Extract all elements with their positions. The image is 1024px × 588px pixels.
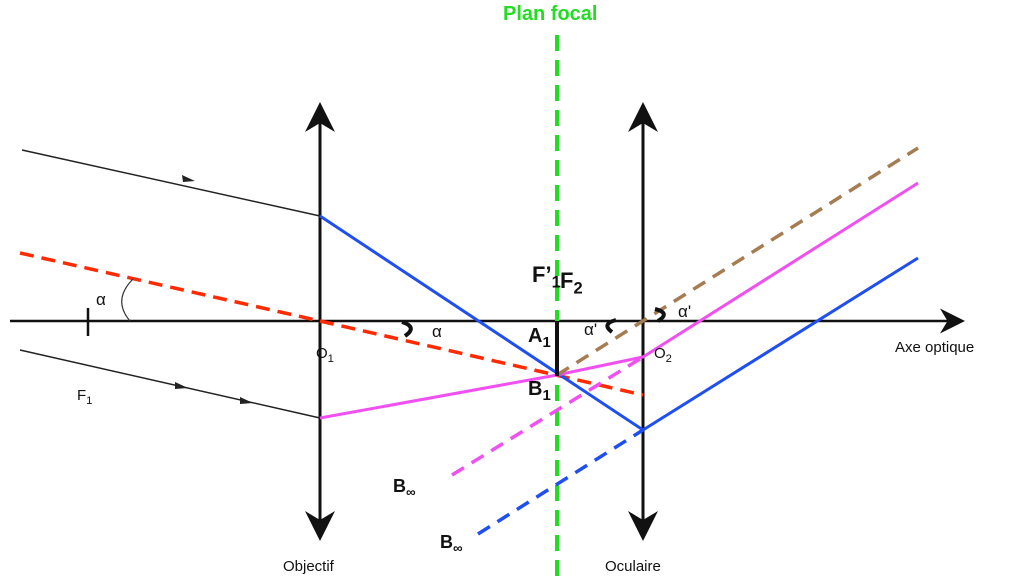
- label-alpha-prime-2: α': [678, 302, 692, 321]
- focal-plane-title: Plan focal: [503, 3, 598, 25]
- brown-dashed-ray: [556, 146, 919, 377]
- magenta-dashed-ray: [451, 355, 644, 477]
- blue-ray: [319, 214, 919, 432]
- label-o2: O2: [654, 345, 672, 365]
- incident-ray-top: [21, 149, 321, 217]
- ray-arrow: [240, 397, 253, 404]
- label-alpha-prime: α': [584, 320, 598, 339]
- objective-label: Objectif: [283, 558, 334, 575]
- label-a1: A1: [528, 325, 551, 351]
- label-f1-prime: F’1: [532, 262, 561, 292]
- ray-arrow: [175, 382, 188, 389]
- axis-label: Axe optique: [895, 339, 975, 356]
- angle-mark-alpha-prime: [605, 318, 617, 334]
- incident-ray-bottom: [19, 349, 321, 419]
- label-alpha: α: [96, 290, 106, 309]
- label-f1: F1: [77, 387, 93, 407]
- label-b-infinity-1: B∞: [393, 476, 416, 500]
- label-b1: B1: [528, 378, 551, 404]
- angle-arc-alpha: [121, 278, 134, 322]
- label-o1: O1: [316, 345, 334, 365]
- eyepiece-label: Oculaire: [605, 558, 661, 575]
- red-central-ray-2: [319, 319, 644, 397]
- label-alpha-o1: α: [432, 322, 442, 341]
- magenta-ray: [319, 181, 919, 420]
- label-b-infinity-2: B∞: [440, 532, 463, 556]
- red-central-ray: [19, 251, 321, 323]
- label-f2: F2: [560, 268, 583, 298]
- angle-mark-alpha: [401, 320, 413, 338]
- angle-mark-alpha-prime-2: [654, 307, 666, 323]
- blue-dashed-ray: [477, 428, 644, 536]
- ray-arrow: [182, 175, 195, 182]
